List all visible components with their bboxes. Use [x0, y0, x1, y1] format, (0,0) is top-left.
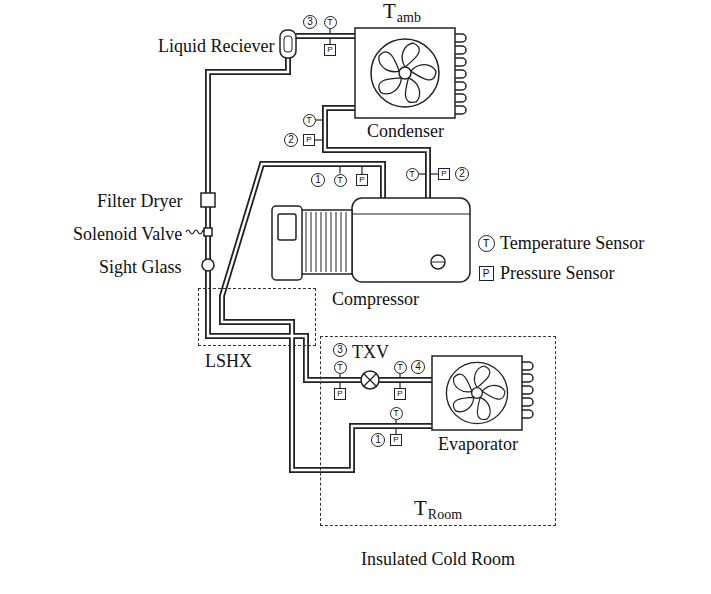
evaporator-unit — [432, 356, 533, 430]
solenoid-coil — [186, 230, 204, 234]
pressure-sensor: P — [356, 174, 368, 186]
callout-number: 3 — [333, 343, 347, 357]
temperature-sensor: T — [303, 114, 316, 127]
sight-glass-symbol — [202, 259, 214, 271]
temperature-sensor: T — [334, 361, 347, 374]
pressure-sensor: P — [334, 388, 346, 400]
cold-room-region: TRoomInsulated Cold Room — [320, 336, 556, 526]
component-label: Evaporator — [438, 434, 518, 455]
txv-symbol — [361, 371, 379, 389]
condenser-unit — [355, 28, 466, 118]
component-label: Compressor — [332, 289, 419, 310]
component-label: Filter Dryer — [97, 191, 182, 212]
component-label: Condenser — [367, 121, 444, 142]
temperature-sensor: T — [390, 407, 403, 420]
callout-number: 1 — [371, 433, 385, 447]
legend-pressure-symbol: P — [479, 266, 494, 281]
callout-number: 2 — [284, 133, 298, 147]
callout-number: 3 — [303, 15, 317, 29]
pressure-sensor: P — [438, 168, 450, 180]
callout-number: 2 — [455, 167, 469, 181]
component-label: Liquid Reciever — [158, 36, 274, 57]
callout-number: 4 — [411, 360, 425, 374]
region-label: LSHX — [205, 351, 252, 372]
temperature-sensor: T — [324, 16, 337, 29]
receiver-symbol — [284, 36, 292, 52]
callout-number: 1 — [311, 173, 325, 187]
receiver-symbol — [280, 30, 296, 58]
component-label: TXV — [352, 342, 389, 363]
component-label: Sight Glass — [99, 257, 182, 278]
legend-temperature-symbol: T — [478, 235, 495, 252]
pressure-sensor: P — [324, 44, 336, 56]
region-label: TRoom — [414, 499, 462, 522]
solenoid-valve-symbol — [204, 228, 212, 236]
heat-exchanger-region: LSHX — [198, 288, 316, 346]
temperature-sensor: T — [394, 361, 407, 374]
filter-dryer-symbol — [201, 193, 215, 207]
legend-text: Temperature Sensor — [500, 233, 644, 254]
pressure-sensor: P — [390, 434, 402, 446]
region-label: Insulated Cold Room — [361, 549, 515, 570]
ambient-temperature: Tamb — [383, 2, 421, 25]
compressor-symbol — [272, 198, 470, 282]
temperature-sensor: T — [406, 168, 419, 181]
pressure-sensor: P — [394, 388, 406, 400]
legend-text: Pressure Sensor — [500, 263, 615, 284]
temperature-sensor: T — [334, 174, 347, 187]
component-label: Solenoid Valve — [73, 224, 182, 245]
pressure-sensor: P — [303, 134, 315, 146]
